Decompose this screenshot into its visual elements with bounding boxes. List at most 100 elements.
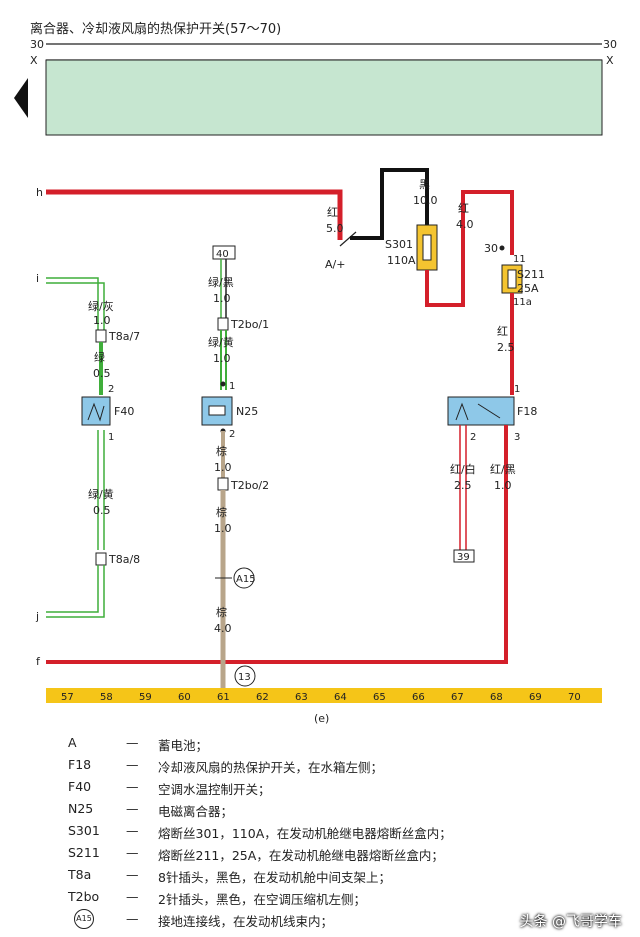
wiring-diagram: 30 X 30 X h 红 5.0 A/+ 黑 10.0 S301 110A 红…: [14, 38, 617, 725]
label-30-right: 30: [603, 38, 617, 51]
wire-h-color: 红: [327, 206, 338, 219]
scale-label: 67: [451, 692, 464, 703]
scale-label: 70: [568, 692, 581, 703]
conn-t8a8: [95, 552, 107, 566]
wire-red4-color: 红: [458, 202, 469, 215]
wire-j-a: [46, 565, 99, 613]
scale-label: 68: [490, 692, 503, 703]
legend-desc: 冷却液风扇的热保护开关，在水箱左侧；: [158, 760, 384, 775]
scale-label: 61: [217, 692, 230, 703]
conn-t2bo2-label: T2bo/2: [230, 479, 269, 492]
legend-dash: —: [126, 779, 139, 794]
s211-rating: 25A: [517, 282, 539, 295]
f40-switch: [81, 396, 111, 426]
scale-label: 59: [139, 692, 152, 703]
scale-label: 64: [334, 692, 347, 703]
wire-i-b: [46, 282, 105, 330]
legend-code: S301: [68, 823, 100, 838]
wire-gy2-color: 绿/黄: [208, 335, 234, 349]
ground-13-label: 13: [238, 672, 251, 683]
wire-br2-color: 棕: [216, 505, 227, 519]
battery-terminal: [339, 231, 357, 247]
watermark: 头条 @飞哥学车: [519, 914, 622, 930]
f18-pin2: 2: [470, 432, 476, 443]
legend-code: F18: [68, 757, 92, 772]
wire-red25-size: 2.5: [497, 341, 515, 354]
s211-terminal-dot: [499, 245, 505, 251]
wire-br1-color: 棕: [216, 444, 227, 458]
legend-desc: 熔断丝301，110A，在发动机舱继电器熔断丝盒内；: [158, 826, 452, 841]
legend-row: F40—空调水温控制开关；: [68, 779, 628, 801]
legend-row: S301—熔断丝301，110A，在发动机舱继电器熔断丝盒内；: [68, 823, 628, 845]
s211-pin-out: 11a: [513, 297, 532, 308]
f18-switch: [447, 396, 515, 426]
legend-row: S211—熔断丝211，25A，在发动机舱继电器熔断丝盒内；: [68, 845, 628, 867]
f18-pin1: 1: [514, 384, 520, 395]
conn-t2bo1-label: T2bo/1: [230, 318, 269, 331]
legend-desc: 8针插头，黑色，在发动机舱中间支架上；: [158, 870, 391, 885]
line-label-i: i: [36, 272, 39, 285]
scale-label: 66: [412, 692, 425, 703]
legend-code: S211: [68, 845, 100, 860]
legend-dash: —: [126, 801, 139, 816]
battery-label: A/+: [325, 258, 345, 271]
ref-40-box: [212, 245, 236, 260]
conn-t2bo1: [217, 317, 229, 331]
wire-black-size: 10.0: [413, 194, 438, 207]
f40-switch-symbol: [87, 402, 105, 422]
legend-desc: 接地连接线，在发动机线束内；: [158, 914, 334, 929]
wire-i-a: [46, 277, 99, 330]
wire-g-size: 0.5: [93, 367, 111, 380]
legend-dash: —: [126, 757, 139, 772]
wire-g-color: 绿: [94, 350, 105, 364]
left-arrow-icon: [14, 78, 28, 118]
legend-desc: 空调水温控制开关；: [158, 782, 271, 797]
legend-code: N25: [68, 801, 94, 816]
wire-gy-color: 绿/黄: [88, 487, 114, 501]
s211-terminal-30: 30: [484, 242, 498, 255]
wire-j-b: [46, 565, 105, 618]
scale-label: 62: [256, 692, 269, 703]
legend: A—蓄电池；F18—冷却液风扇的热保护开关，在水箱左侧；F40—空调水温控制开关…: [68, 735, 628, 933]
line-label-h: h: [36, 186, 43, 199]
wire-gb-color: 绿/黑: [208, 275, 234, 289]
line-label-j: j: [35, 610, 39, 623]
f18-pin3: 3: [514, 432, 520, 443]
wire-red-4: [425, 190, 514, 307]
wire-black: [350, 168, 429, 240]
wire-red25-color: 红: [497, 325, 508, 338]
scale-label: 60: [178, 692, 191, 703]
legend-dash: —: [126, 889, 139, 904]
ground-a15-circle: [233, 567, 255, 589]
wire-rw-size: 2.5: [454, 479, 472, 492]
scale-label: 65: [373, 692, 386, 703]
f40-pin2: 2: [108, 384, 114, 395]
wire-br2-size: 1.0: [214, 522, 232, 535]
label-x-left: X: [30, 54, 38, 67]
wire-rb-size: 1.0: [494, 479, 512, 492]
wire-black-color: 黑: [419, 178, 430, 191]
s211-fuse-core: [507, 269, 517, 289]
scale-label: 57: [61, 692, 74, 703]
legend-desc: 蓄电池；: [158, 738, 209, 753]
legend-row: T2bo — 2针插头，黑色，在空调压缩机左侧；: [68, 889, 628, 911]
scale-label: 63: [295, 692, 308, 703]
legend-row: A15—接地连接线，在发动机线束内；: [68, 909, 628, 933]
legend-code: T2bo: [68, 889, 100, 904]
n25-pin1-dot: [220, 381, 226, 387]
legend-dash: —: [126, 867, 139, 882]
wire-br1-size: 1.0: [214, 461, 232, 474]
f40-pin1: 1: [108, 432, 114, 443]
wire-h-size: 5.0: [326, 222, 344, 235]
legend-code: A: [68, 735, 77, 750]
legend-row: T8a — 8针插头，黑色，在发动机舱中间支架上；: [68, 867, 628, 889]
legend-desc: 2针插头，黑色，在空调压缩机左侧；: [158, 892, 366, 907]
wire-br4-color: 棕: [216, 605, 227, 619]
ref-39-box: [453, 549, 475, 563]
ground-13-circle: [234, 665, 256, 687]
wire-gg-size: 1.0: [93, 314, 111, 327]
legend-code: T8a: [68, 867, 92, 882]
s301-name: S301: [385, 238, 413, 251]
label-30-left: 30: [30, 38, 44, 51]
